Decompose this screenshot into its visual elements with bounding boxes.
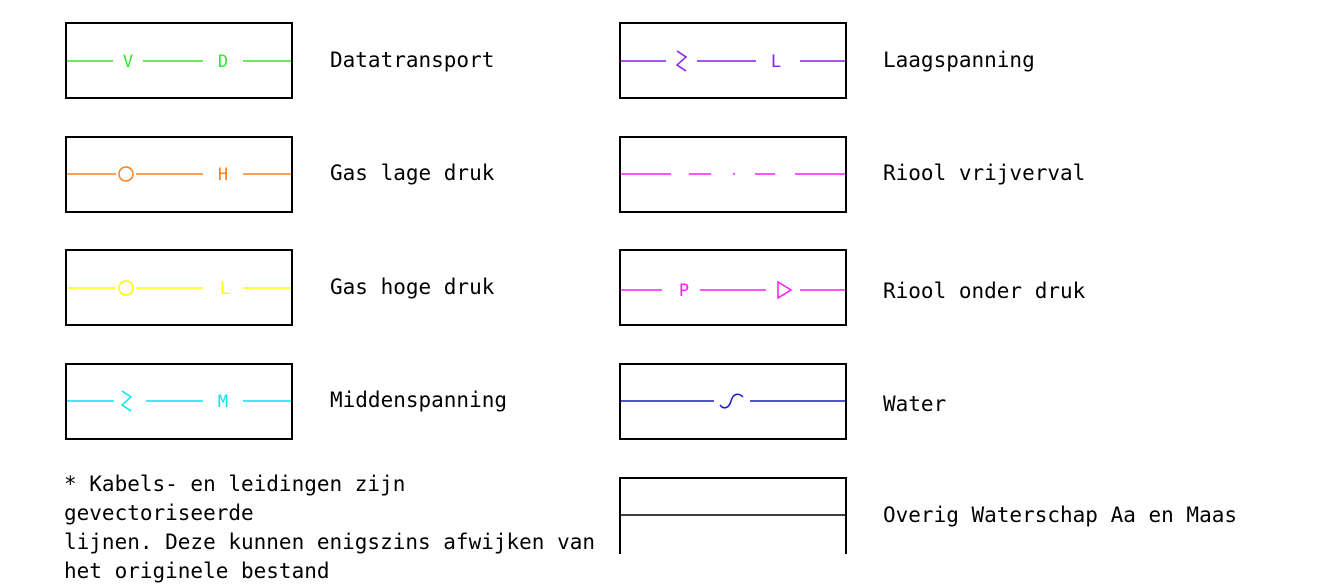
legend-item-overig-waterschap: Overig Waterschap Aa en Maas xyxy=(619,477,1237,554)
datatransport-symbol-v: V xyxy=(123,52,133,72)
lightning-icon xyxy=(675,50,688,72)
gas-lage-druk-symbol-h: H xyxy=(218,165,228,185)
legend-swatch-box xyxy=(619,477,847,554)
riool-onder-druk-symbol-p: P xyxy=(679,281,689,301)
footnote: * Kabels- en leidingen zijn gevectorisee… xyxy=(64,472,596,583)
wave-icon xyxy=(719,393,744,409)
gas-lage-druk-line xyxy=(67,166,291,182)
legend-label-riool-onder-druk: Riool onder druk xyxy=(883,279,1086,303)
gas-hoge-druk-line xyxy=(67,280,291,296)
middenspanning-line xyxy=(67,390,291,412)
laagspanning-line xyxy=(621,50,845,72)
legend-label-middenspanning: Middenspanning xyxy=(330,388,507,412)
triangle-icon xyxy=(777,280,793,300)
lightning-icon xyxy=(120,390,133,412)
legend-item-gas-hoge-druk: L Gas hoge druk xyxy=(65,249,495,326)
laagspanning-symbol-l: L xyxy=(771,52,781,72)
legend-label-water: Water xyxy=(883,392,946,416)
legend-label-gas-lage-druk: Gas lage druk xyxy=(330,161,495,185)
legend-label-datatransport: Datatransport xyxy=(330,48,494,72)
legend-item-riool-vrijverval: Riool vrijverval xyxy=(619,136,1085,213)
legend-item-middenspanning: M Middenspanning xyxy=(65,363,507,440)
legend-diagram: V D Datatransport H Gas lage druk L Gas … xyxy=(65,22,1237,554)
datatransport-symbol-d: D xyxy=(218,52,228,72)
circle-symbol xyxy=(118,166,134,182)
legend-label-gas-hoge-druk: Gas hoge druk xyxy=(330,275,495,299)
middenspanning-symbol-m: M xyxy=(218,392,228,412)
legend-swatch-box xyxy=(619,249,847,326)
legend-label-riool-vrijverval: Riool vrijverval xyxy=(883,161,1085,185)
circle-symbol xyxy=(118,280,134,296)
legend-item-datatransport: V D Datatransport xyxy=(65,22,494,99)
legend-item-riool-onder-druk: P Riool onder druk xyxy=(619,249,1086,326)
gas-hoge-druk-symbol-l: L xyxy=(220,279,230,299)
legend-item-gas-lage-druk: H Gas lage druk xyxy=(65,136,495,213)
legend-item-laagspanning: L Laagspanning xyxy=(619,22,1035,99)
water-line xyxy=(621,393,845,409)
riool-onder-druk-line xyxy=(621,280,845,300)
legend-label-overig-waterschap: Overig Waterschap Aa en Maas xyxy=(883,503,1237,527)
legend-label-laagspanning: Laagspanning xyxy=(883,48,1035,72)
legend-item-water: Water xyxy=(619,363,946,440)
